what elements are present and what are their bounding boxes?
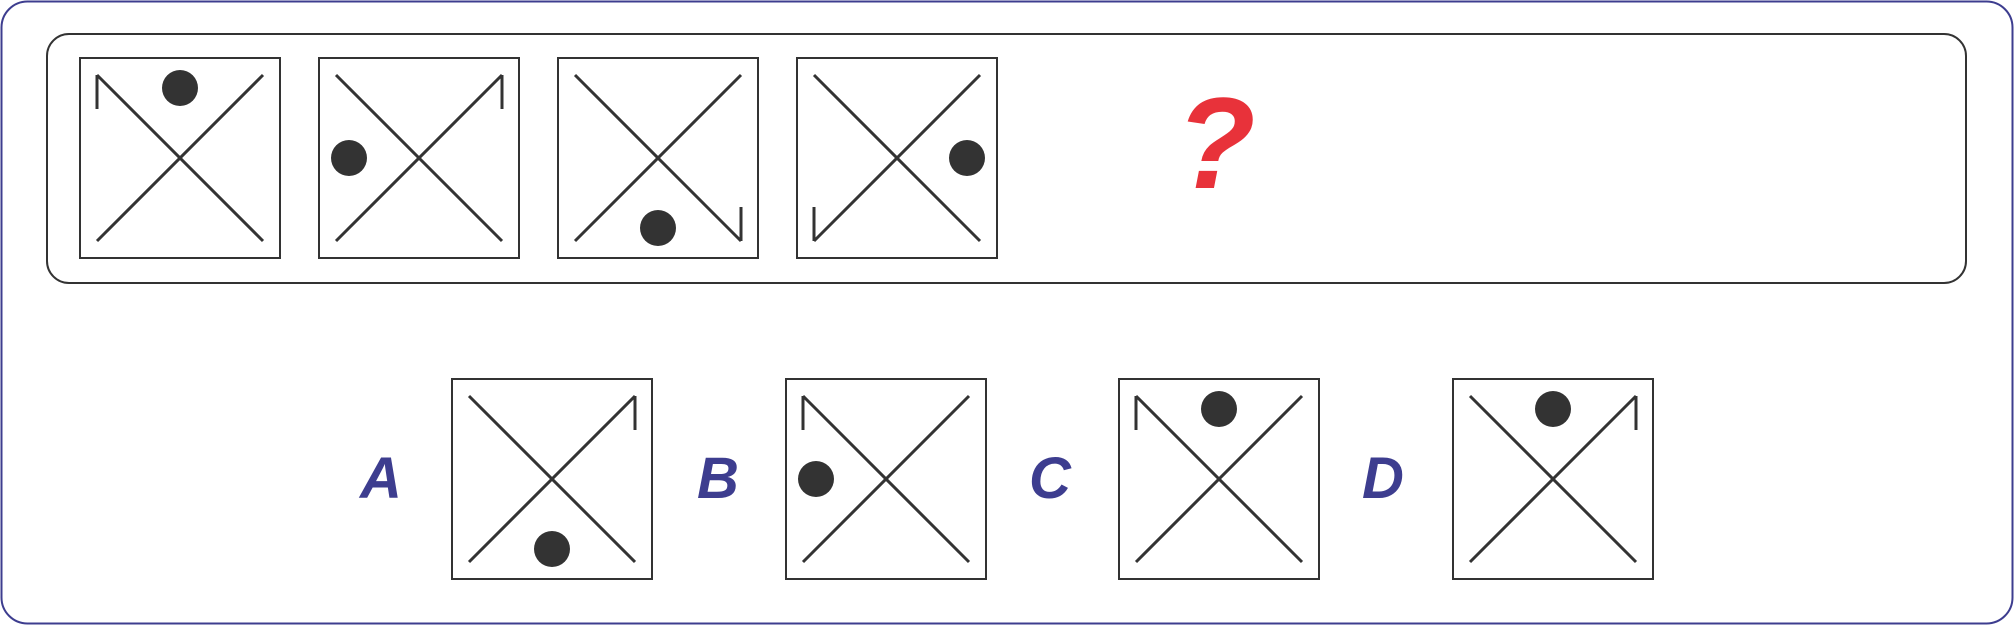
option-figure-b[interactable] xyxy=(785,378,987,580)
option-figure-a[interactable] xyxy=(451,378,653,580)
diagonal-line xyxy=(801,394,971,564)
diagonal-line xyxy=(573,73,743,243)
sequence-figure-2 xyxy=(318,57,520,259)
dot xyxy=(798,461,834,497)
dot xyxy=(534,531,570,567)
dot xyxy=(949,140,985,176)
option-figure-c[interactable] xyxy=(1118,378,1320,580)
sequence-panel xyxy=(46,33,1967,284)
option-label-c[interactable]: C xyxy=(1029,446,1071,511)
diagonal-line xyxy=(467,394,637,564)
diagonal-line xyxy=(1134,394,1304,564)
dot xyxy=(1535,391,1571,427)
option-label-d[interactable]: D xyxy=(1362,446,1404,511)
dot xyxy=(162,70,198,106)
sequence-figure-3 xyxy=(557,57,759,259)
option-label-a[interactable]: A xyxy=(360,446,402,511)
diagonal-line xyxy=(95,73,265,243)
option-figure-d[interactable] xyxy=(1452,378,1654,580)
sequence-figure-1 xyxy=(79,57,281,259)
sequence-figure-4 xyxy=(796,57,998,259)
option-label-b[interactable]: B xyxy=(697,446,739,511)
question-mark: ? xyxy=(1176,70,1256,216)
diagonal-line xyxy=(812,73,982,243)
dot xyxy=(331,140,367,176)
dot xyxy=(1201,391,1237,427)
diagonal-line xyxy=(334,73,504,243)
dot xyxy=(640,210,676,246)
diagonal-line xyxy=(1468,394,1638,564)
